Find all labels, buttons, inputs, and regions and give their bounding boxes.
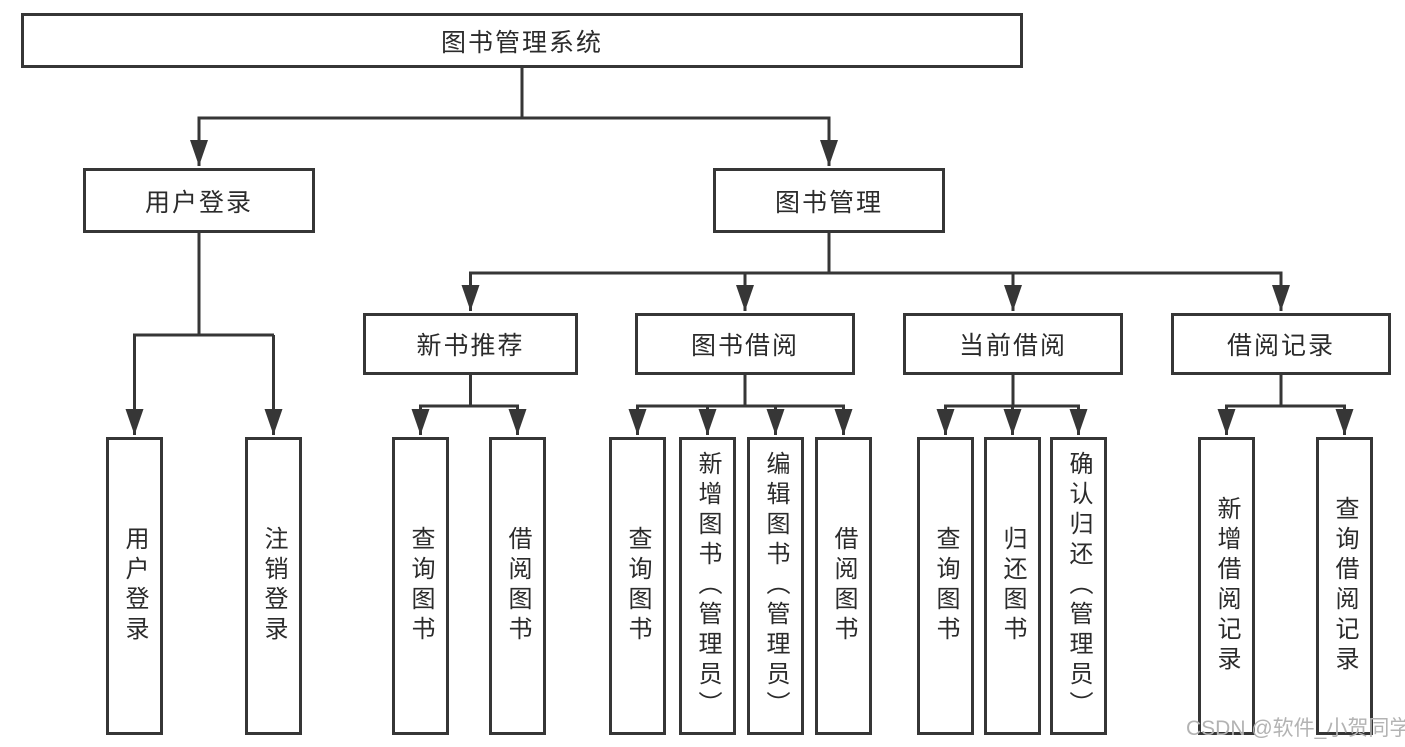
node-borrowing-records-label: 借阅记录 [1226,332,1335,360]
node-root-label: 图书管理系统 [440,28,603,57]
node-book-management: 图书管理 [713,168,945,233]
leaf-query-books-current-label: 查询图书 [932,526,959,646]
node-book-borrowing: 图书借阅 [635,313,855,375]
leaf-logout-login: 注销登录 [245,437,302,735]
leaf-borrow-books-label: 借阅图书 [830,526,857,646]
node-user-login: 用户登录 [83,168,315,233]
node-borrowing-records: 借阅记录 [1171,313,1391,375]
leaf-confirm-return-admin: 确认归还（管理员） [1050,437,1107,735]
leaf-query-books-borrowing: 查询图书 [609,437,666,735]
watermark: CSDN @软件_小贺同学 [1186,717,1405,740]
leaf-return-books: 归还图书 [984,437,1041,735]
leaf-add-books-admin: 新增图书（管理员） [679,437,736,735]
leaf-return-books-label: 归还图书 [999,526,1026,646]
leaf-query-books-recommend: 查询图书 [392,437,449,735]
node-user-login-label: 用户登录 [144,188,253,217]
node-current-borrowing-label: 当前借阅 [958,332,1067,360]
node-book-management-label: 图书管理 [774,188,883,217]
node-book-borrowing-label: 图书借阅 [690,332,799,360]
leaf-borrow-books-recommend: 借阅图书 [489,437,546,735]
leaf-edit-books-admin-label: 编辑图书（管理员） [762,451,789,721]
leaf-borrow-books: 借阅图书 [815,437,872,735]
leaf-user-login-label: 用户登录 [121,526,148,646]
leaf-confirm-return-admin-label: 确认归还（管理员） [1065,451,1092,721]
leaf-query-books-recommend-label: 查询图书 [407,526,434,646]
leaf-user-login: 用户登录 [106,437,163,735]
leaf-query-borrow-record-label: 查询借阅记录 [1331,496,1358,676]
leaf-add-borrow-record: 新增借阅记录 [1198,437,1255,735]
leaf-edit-books-admin: 编辑图书（管理员） [747,437,804,735]
leaf-borrow-books-recommend-label: 借阅图书 [504,526,531,646]
node-current-borrowing: 当前借阅 [903,313,1123,375]
leaf-add-books-admin-label: 新增图书（管理员） [694,451,721,721]
node-new-book-recommend: 新书推荐 [363,313,578,375]
leaf-add-borrow-record-label: 新增借阅记录 [1213,496,1240,676]
leaf-query-borrow-record: 查询借阅记录 [1316,437,1373,735]
leaf-query-books-borrowing-label: 查询图书 [624,526,651,646]
node-new-book-recommend-label: 新书推荐 [416,332,525,360]
leaf-logout-login-label: 注销登录 [260,526,287,646]
node-root: 图书管理系统 [21,13,1023,68]
leaf-query-books-current: 查询图书 [917,437,974,735]
